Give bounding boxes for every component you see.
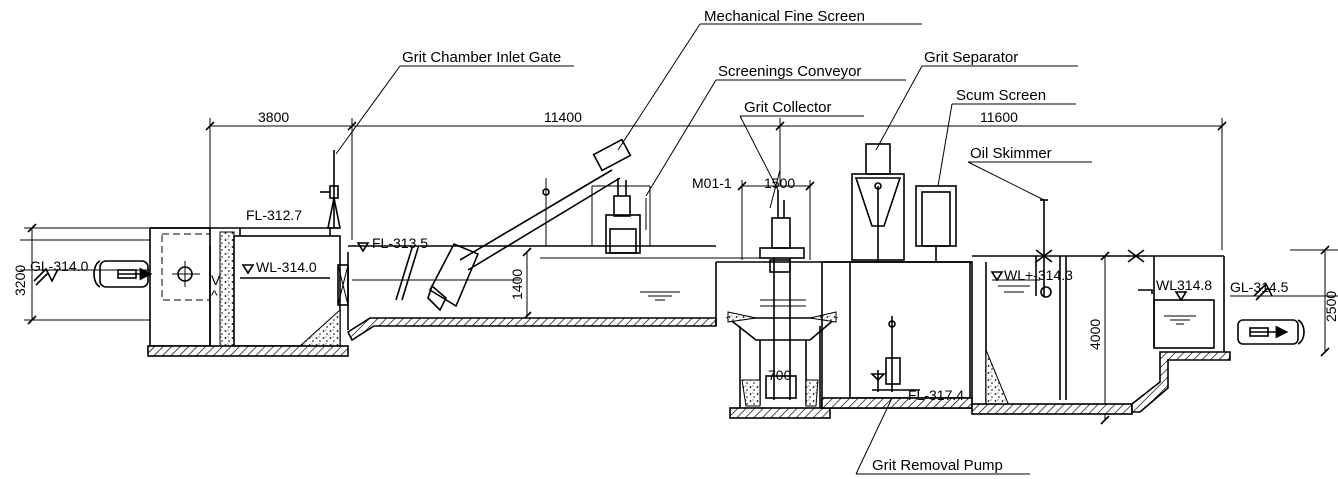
level-wl-314-8: WL314.8 bbox=[1156, 277, 1212, 293]
label-grit-collector: Grit Collector bbox=[744, 99, 832, 116]
dim-2500: 2500 bbox=[1323, 291, 1338, 322]
level-fl-312-7: FL-312.7 bbox=[246, 207, 302, 223]
dim-1500: 1500 bbox=[764, 175, 795, 191]
svg-text:^: ^ bbox=[211, 287, 218, 303]
grit-collector-unit bbox=[715, 190, 850, 419]
screenings-conveyor-unit bbox=[542, 178, 651, 254]
label-oil-skimmer: Oil Skimmer bbox=[970, 145, 1052, 162]
label-grit-removal-pump: Grit Removal Pump bbox=[872, 457, 1003, 474]
separator-unit bbox=[851, 143, 957, 262]
level-gl-inlet: GL-314.0 bbox=[30, 258, 89, 274]
leader-lines bbox=[335, 23, 1092, 475]
level-triangles bbox=[33, 242, 1273, 302]
dim-1400: 1400 bbox=[509, 269, 525, 300]
dimension-lines bbox=[24, 118, 1338, 425]
label-scum-screen: Scum Screen bbox=[956, 87, 1046, 104]
inlet-structure: V ^ bbox=[20, 150, 349, 357]
dim-11600: 11600 bbox=[980, 109, 1018, 125]
level-fl-317-4: FL-317.4 bbox=[908, 387, 964, 403]
dim-3200: 3200 bbox=[12, 265, 28, 296]
dim-11400: 11400 bbox=[544, 109, 582, 125]
label-grit-separator: Grit Separator bbox=[924, 49, 1018, 66]
label-mechanical-fine-screen: Mechanical Fine Screen bbox=[704, 8, 865, 25]
level-wl-314-3: WL+-314.3 bbox=[1004, 267, 1073, 283]
outlet-structure bbox=[1230, 295, 1338, 345]
dim-m01: M01-1 bbox=[692, 175, 732, 191]
screen-channel bbox=[346, 138, 760, 342]
dim-3800: 3800 bbox=[258, 109, 289, 125]
label-grit-chamber-inlet-gate: Grit Chamber Inlet Gate bbox=[402, 49, 561, 66]
oil-separation-tank bbox=[971, 199, 1231, 415]
label-screenings-conveyor: Screenings Conveyor bbox=[718, 63, 861, 80]
fine-screen-unit bbox=[427, 138, 632, 312]
dim-4000: 4000 bbox=[1087, 319, 1103, 350]
svg-text:V: V bbox=[211, 272, 221, 288]
grit-pump-chamber bbox=[821, 261, 973, 409]
level-fl-313-5: FL-313.5 bbox=[372, 235, 428, 251]
dim-700: 700 bbox=[768, 367, 792, 383]
level-wl-314-0: WL-314.0 bbox=[256, 259, 317, 275]
level-gl-outlet: GL-314.5 bbox=[1230, 279, 1289, 295]
